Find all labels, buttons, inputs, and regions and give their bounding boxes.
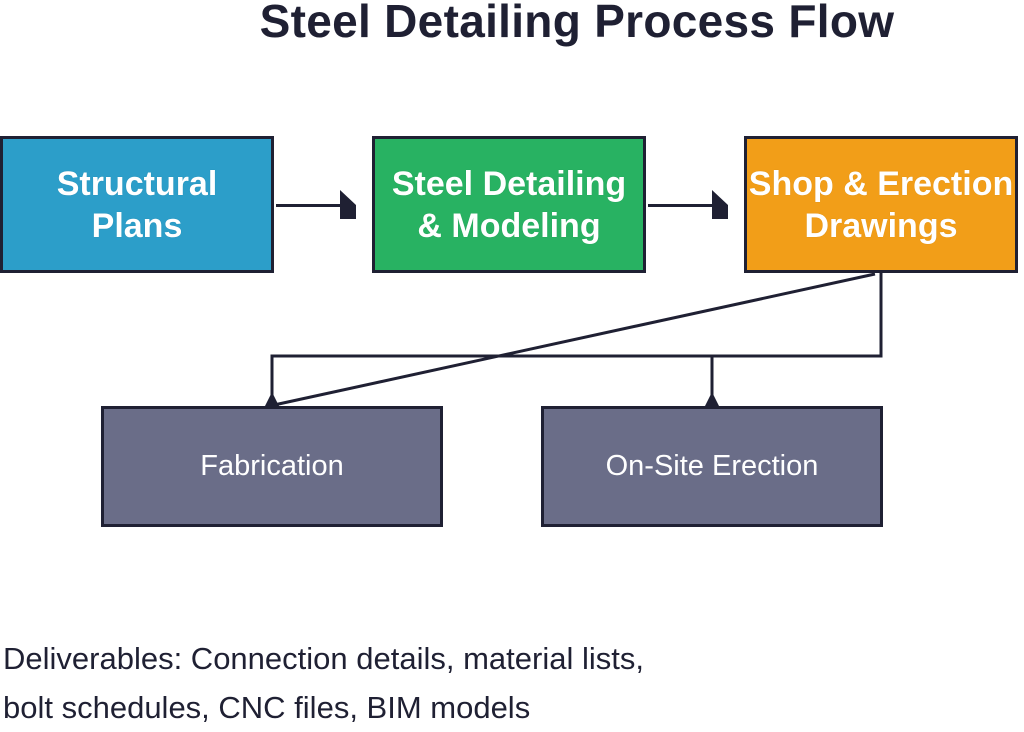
arrowhead-fabrication (265, 392, 279, 406)
step-structural-plans: Structural Plans (0, 136, 274, 273)
deliverables-line-1: Deliverables: Connection details, materi… (3, 641, 644, 676)
step-structural-plans-label: Structural Plans (56, 164, 218, 245)
step-steel-detailing-label: Steel Detailing & Modeling (391, 164, 627, 245)
arrow-structural-to-detailing (276, 190, 356, 219)
arrowhead-erection (705, 392, 719, 406)
deliverables-line-2: bolt schedules, CNC files, BIM models (3, 690, 531, 725)
step-shop-erection-drawings-label: Shop & Erection Drawings (748, 164, 1014, 245)
deliverables-note: Deliverables: Connection details, materi… (3, 634, 644, 732)
connector-shop-to-outputs (265, 273, 883, 406)
output-on-site-erection: On-Site Erection (541, 406, 883, 527)
connector-diagonal (273, 272, 876, 407)
arrow-detailing-to-shop (648, 190, 728, 219)
output-fabrication-label: Fabrication (200, 450, 344, 482)
output-fabrication: Fabrication (101, 406, 443, 527)
output-on-site-erection-label: On-Site Erection (605, 450, 819, 482)
diagram-title: Steel Detailing Process Flow (259, 0, 895, 47)
step-shop-erection-drawings: Shop & Erection Drawings (744, 136, 1018, 273)
step-steel-detailing: Steel Detailing & Modeling (372, 136, 646, 273)
